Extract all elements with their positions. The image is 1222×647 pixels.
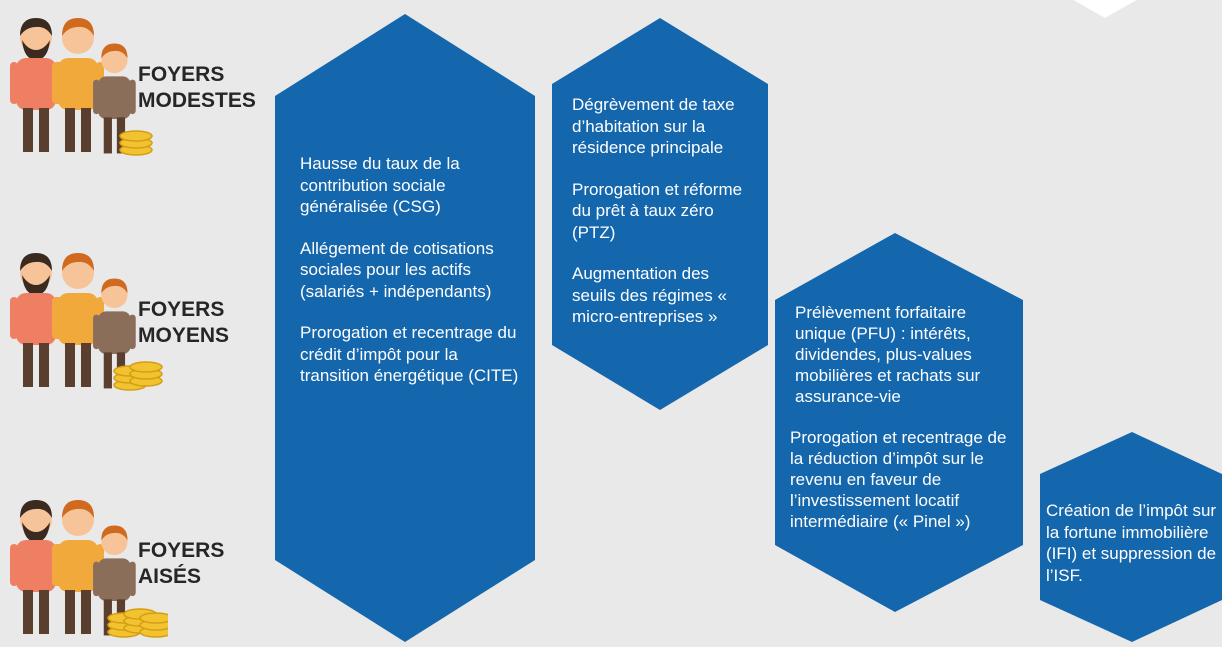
measure-item: Création de l’impôt sur la fortune immob…: [1046, 501, 1217, 585]
category-moyens: FOYERS MOYENS: [0, 245, 290, 395]
family-illustration: [8, 10, 168, 160]
hexagon-1: [275, 14, 535, 642]
hexagon-3-text: Prélèvement forfaitaire unique (PFU) : i…: [790, 302, 1018, 532]
coin-stack-icon: [139, 612, 173, 638]
family-illustration: [8, 492, 173, 642]
measure-item: Dégrèvement de taxe d’habitation sur la …: [572, 95, 735, 157]
category-label: FOYERS MOYENS: [138, 298, 230, 347]
measure-item: Augmentation des seuils des régimes « mi…: [572, 264, 727, 326]
category-modestes: FOYERS MODESTES: [0, 10, 290, 160]
coin-stack-icon: [129, 361, 163, 387]
hexagon-1-text: Hausse du taux de la contribution social…: [300, 153, 530, 387]
category-label: FOYERS MODESTES: [138, 63, 256, 112]
measure-item: Prorogation et recentrage du crédit d’im…: [300, 323, 519, 385]
corner-decoration: [1073, 0, 1137, 18]
hexagon-2-text: Dégrèvement de taxe d’habitation sur la …: [572, 94, 752, 328]
hexagon-4: [1040, 432, 1222, 642]
category-aises: FOYERS AISÉS: [0, 492, 290, 642]
man-icon: [10, 18, 62, 152]
hexagon-4-text: Création de l’impôt sur la fortune immob…: [1046, 500, 1222, 586]
measure-item: Allégement de cotisations sociales pour …: [300, 238, 494, 301]
family-illustration: [8, 245, 168, 395]
measure-item: Prorogation et recentrage de la réductio…: [790, 428, 1007, 531]
coin-stack-icon: [119, 130, 153, 156]
measure-item: Prorogation et réforme du prêt à taux zé…: [572, 179, 743, 242]
hexagon-2: [552, 18, 768, 410]
category-label: FOYERS AISÉS: [138, 539, 225, 588]
hexagon-3: [775, 233, 1023, 612]
measure-item: Prélèvement forfaitaire unique (PFU) : i…: [795, 303, 981, 406]
measure-item: Hausse du taux de la contribution social…: [300, 154, 460, 216]
